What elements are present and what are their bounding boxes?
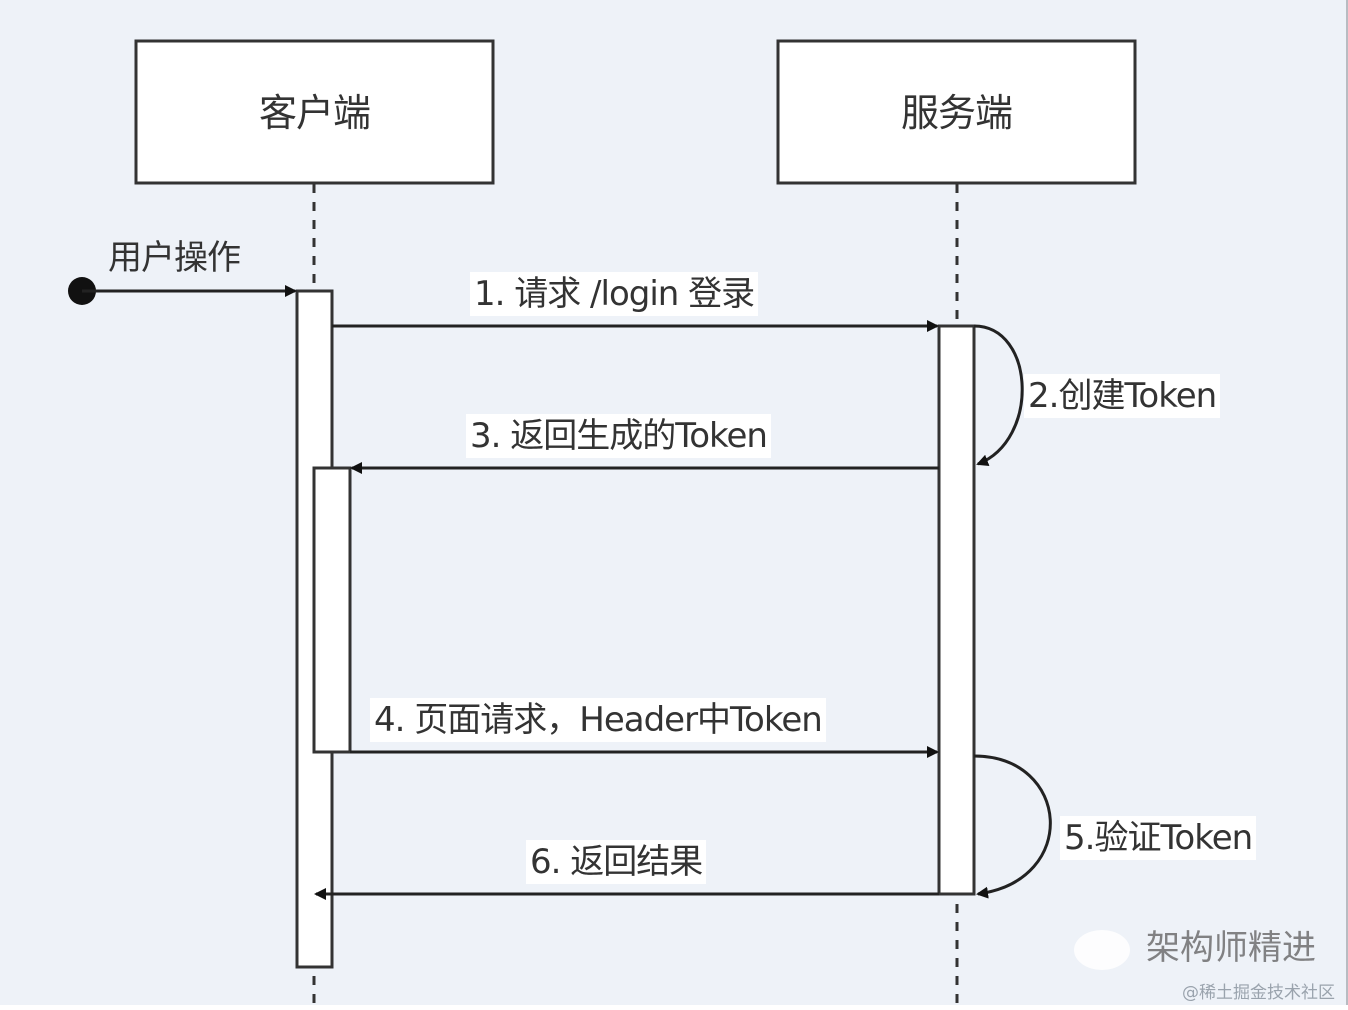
activation-client-nested: [312, 466, 352, 754]
actor-label-server: 服务端: [900, 91, 1013, 135]
actor-box-server: [776, 39, 1137, 185]
message-label-3: 3. 返回生成的Token: [466, 414, 771, 458]
start-label: 用户操作: [108, 238, 241, 278]
arrow-5-self: [973, 754, 1052, 899]
watermark-label: 架构师精进: [1146, 928, 1316, 968]
message-label-6: 6. 返回结果: [526, 840, 707, 884]
actor-box-client: [134, 39, 495, 185]
message-label-4: 4. 页面请求，Header中Token: [370, 698, 826, 742]
credit-label: @稀土掘金技术社区: [1182, 983, 1335, 1003]
message-label-1: 1. 请求 /login 登录: [470, 272, 759, 316]
wechat-icon: [1074, 930, 1130, 970]
message-label-2: 2.创建Token: [1024, 374, 1221, 418]
activation-server: [937, 324, 976, 896]
message-label-5: 5.验证Token: [1060, 816, 1257, 860]
arrow-2-self: [973, 324, 1024, 466]
actor-label-client: 客户端: [258, 91, 371, 135]
